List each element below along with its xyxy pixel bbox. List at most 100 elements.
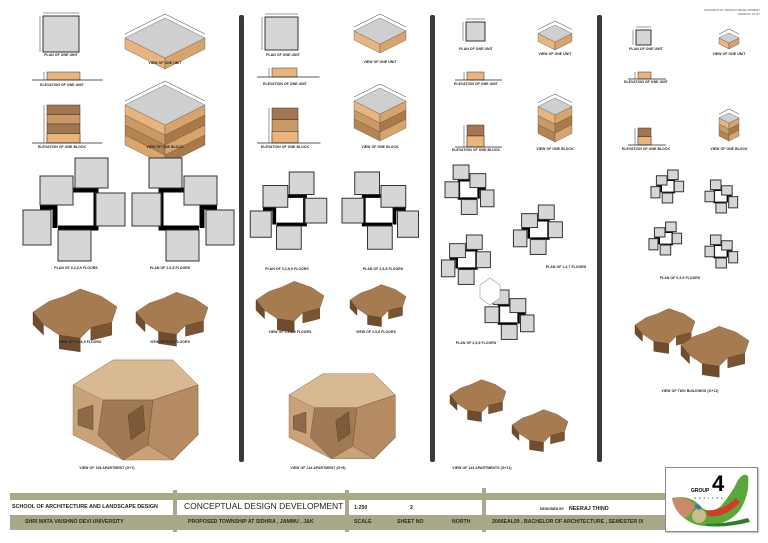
caption: VIEW OF ONE BLOCK [361,145,399,149]
apartment-unit [288,171,315,195]
apartment-unit [449,243,466,259]
massing-view [135,291,209,347]
logo-subtitle: ASTITVA [694,497,726,500]
corridor [40,204,58,228]
block-top [124,17,206,59]
apartment-unit [460,199,478,215]
apartment-unit [341,197,365,224]
header-note-line: GRAPHIC PLOT [737,12,760,16]
caption: VIEW OF TWO BUILDINGS (G+11) [661,389,719,393]
apartment-unit [131,192,162,227]
apartment-unit [205,209,235,246]
caption: PLAN OF 0,3,6 FLOORS [659,276,701,280]
dimension-line [353,13,407,28]
apartment-unit [673,180,685,193]
sheet-title: CONCEPTUAL DESIGN DEVELOPMENT [184,501,344,511]
isometric-view [353,13,407,54]
school-name: SCHOOL OF ARCHITECTURE AND LANDSCAPE DES… [12,504,158,510]
caption: ELEVATION OF ONE UNIT [624,80,668,84]
dimension-line [353,83,407,98]
floor-plan-cluster [648,221,683,256]
mass-side [702,363,720,378]
floor-band [271,107,299,120]
logo-group-label: GROUP [691,488,710,494]
apartment-unit [304,197,328,224]
apartment-unit [715,202,727,214]
apartment-block-view [72,359,199,461]
floor-plan-cluster [444,164,495,215]
caption: ELEVATION OF ONE BLOCK [260,145,310,149]
caption: VIEW OF 2,5,8 FLOORS [150,340,190,344]
apartment-unit [653,227,666,238]
mass-top [135,291,209,335]
floor-band [46,71,81,81]
apartment-unit [475,251,491,269]
corridor [199,204,217,228]
apartment-unit [728,251,739,264]
floor-band [637,127,652,137]
apartment-unit [249,210,272,238]
elevation [32,71,103,81]
massing-view [349,284,407,327]
apartment-block-view [288,373,396,460]
block-top [537,97,573,116]
unit-plan [632,26,652,46]
caption: VIEW OF 108 APARTMENT (G+7) [79,466,135,470]
floor-plan-cluster [22,157,126,262]
apartment-unit [671,232,683,245]
block-void [335,411,351,443]
floor-band [46,123,81,134]
mass-side [349,299,358,316]
site-plan-logo-graphic [672,474,750,527]
block-top [718,112,740,124]
block-notch [293,411,307,434]
dimension-line [124,80,206,102]
floor-plan-cluster [341,171,419,250]
apartment-unit [440,259,456,278]
caption: PLAN OF 0,3,6,9 FLOORS [54,266,98,270]
mass-top [349,284,407,318]
column-divider [430,15,435,462]
apartment-unit [397,210,419,238]
apartment-unit [57,229,92,262]
apartment-unit [183,175,218,206]
isometric-view [353,83,407,142]
block-top [353,17,407,45]
project-name: PROPOSED TOWNSHIP AT SIDHRA , JAMMU , J&… [188,519,314,525]
mass-top [32,288,118,339]
mass-side [634,324,643,342]
apartment-unit [721,185,733,196]
caption: PLAN OF 2,5,8 FLOORS [149,266,191,270]
apartment-unit [165,229,200,262]
caption: ELEVATION OF ONE UNIT [454,82,498,86]
dimension-line [718,108,740,115]
apartment-unit [650,186,661,199]
massing-view [511,409,569,452]
floor-band [46,104,81,115]
isometric-view [124,13,206,70]
logo-group-number: 4 [712,471,725,496]
elevation [455,71,502,81]
dimension-line [718,28,740,35]
apartment-unit [452,164,470,180]
mass-side [653,341,669,354]
floor-band [46,133,81,144]
apartment-unit [665,221,677,233]
caption: ELEVATION OF ONE BLOCK [621,147,671,151]
apartment-unit [704,190,715,203]
apartment-unit [667,169,679,181]
floor-band [637,136,652,146]
mass-side [727,353,745,369]
corridor [477,187,486,199]
title-band-top [10,493,665,500]
floor-plan-cluster [440,234,491,285]
elevation [455,124,502,148]
massing-view [449,379,507,422]
designed-by-label: DESIGNED BY [540,507,565,511]
apartment-unit [509,298,527,314]
floor-plan-cluster [131,157,235,262]
elevation [257,67,320,78]
apartment-unit [648,238,659,251]
caption: PLAN OF ONE UNIT [459,47,493,51]
caption: VIEW OF ONE UNIT [712,52,746,56]
